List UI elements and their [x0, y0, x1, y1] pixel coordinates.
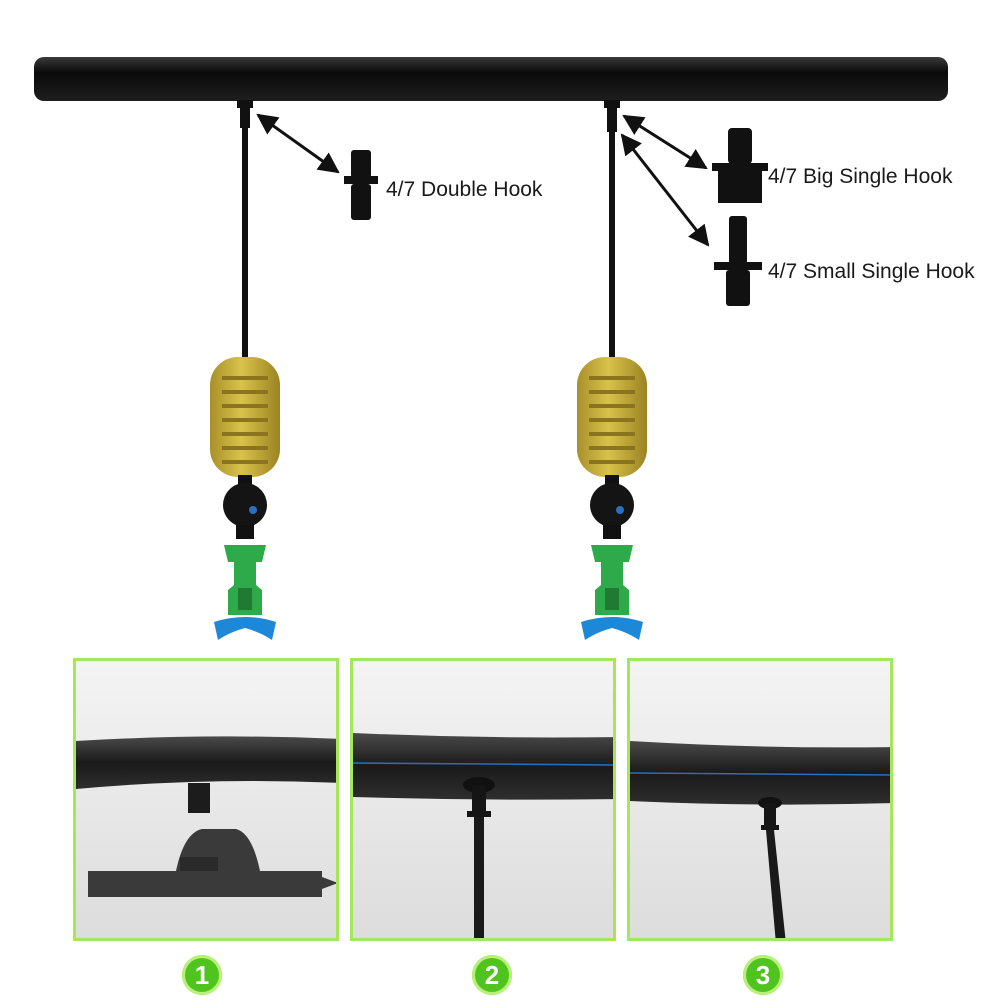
arrow-double-hook: [256, 113, 340, 174]
small-single-hook-label: 4/7 Small Single Hook: [768, 260, 975, 283]
step-badge-3: 3: [743, 955, 783, 995]
arrow-big-single-hook: [622, 114, 708, 170]
step-badge-2: 2: [472, 955, 512, 995]
step-badge-1: 1: [182, 955, 222, 995]
right-green-nozzle: [591, 545, 633, 615]
detail-photo-big-single-hook: [350, 658, 616, 941]
left-blue-nozzle: [214, 617, 276, 640]
right-blue-nozzle: [581, 617, 643, 640]
double-hook-label: 4/7 Double Hook: [386, 178, 543, 201]
left-check-valve: [223, 483, 267, 527]
main-pipe: [34, 57, 948, 101]
big-single-hook-label: 4/7 Big Single Hook: [768, 165, 953, 188]
big-single-hook-part: [712, 128, 768, 203]
sprinkler-illustration: [34, 57, 948, 640]
small-single-hook-part: [714, 216, 762, 306]
left-green-nozzle: [224, 545, 266, 615]
detail-photo-double-hook: [73, 658, 339, 941]
right-check-valve: [590, 483, 634, 527]
left-weight: [210, 357, 280, 477]
left-sprinkler-assembly: [210, 100, 280, 640]
detail-photo-small-single-hook: [627, 658, 893, 941]
right-sprinkler-assembly: [577, 100, 647, 640]
double-hook-part: [344, 150, 378, 220]
arrow-small-single-hook: [620, 133, 710, 247]
right-weight: [577, 357, 647, 477]
